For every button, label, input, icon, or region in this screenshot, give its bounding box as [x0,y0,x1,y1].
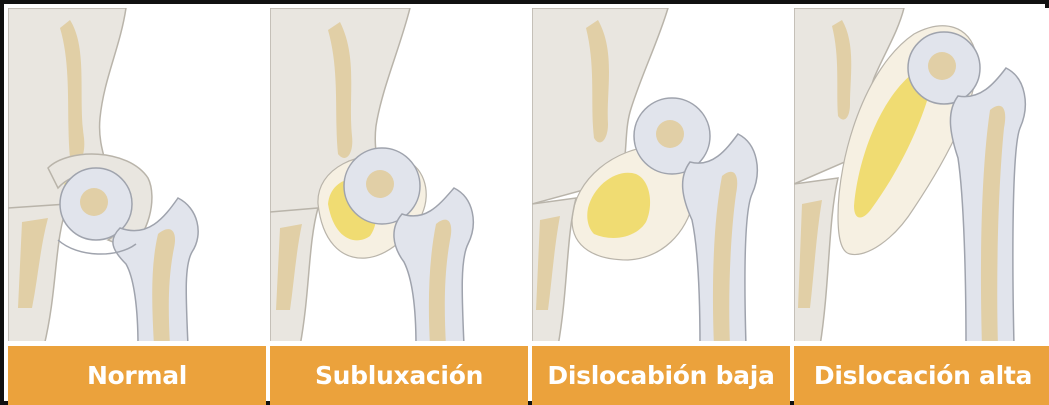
stage-label-subluxation: Subluxación [270,346,528,405]
hip-joint-high-dislocation-illustration [794,8,1049,346]
panel-normal: Normal [8,8,266,405]
panel-low-dislocation: Dislocabión baja [532,8,790,405]
stage-label-high-dislocation: Dislocación alta [794,346,1049,405]
hip-joint-subluxation-illustration [270,8,528,346]
hip-joint-normal-illustration [8,8,266,346]
stage-label-normal: Normal [8,346,266,405]
hip-joint-low-dislocation-illustration [532,8,790,346]
stage-label-low-dislocation: Dislocabión baja [532,346,790,405]
panel-subluxation: Subluxación [270,8,528,405]
panel-high-dislocation: Dislocación alta [794,8,1049,405]
